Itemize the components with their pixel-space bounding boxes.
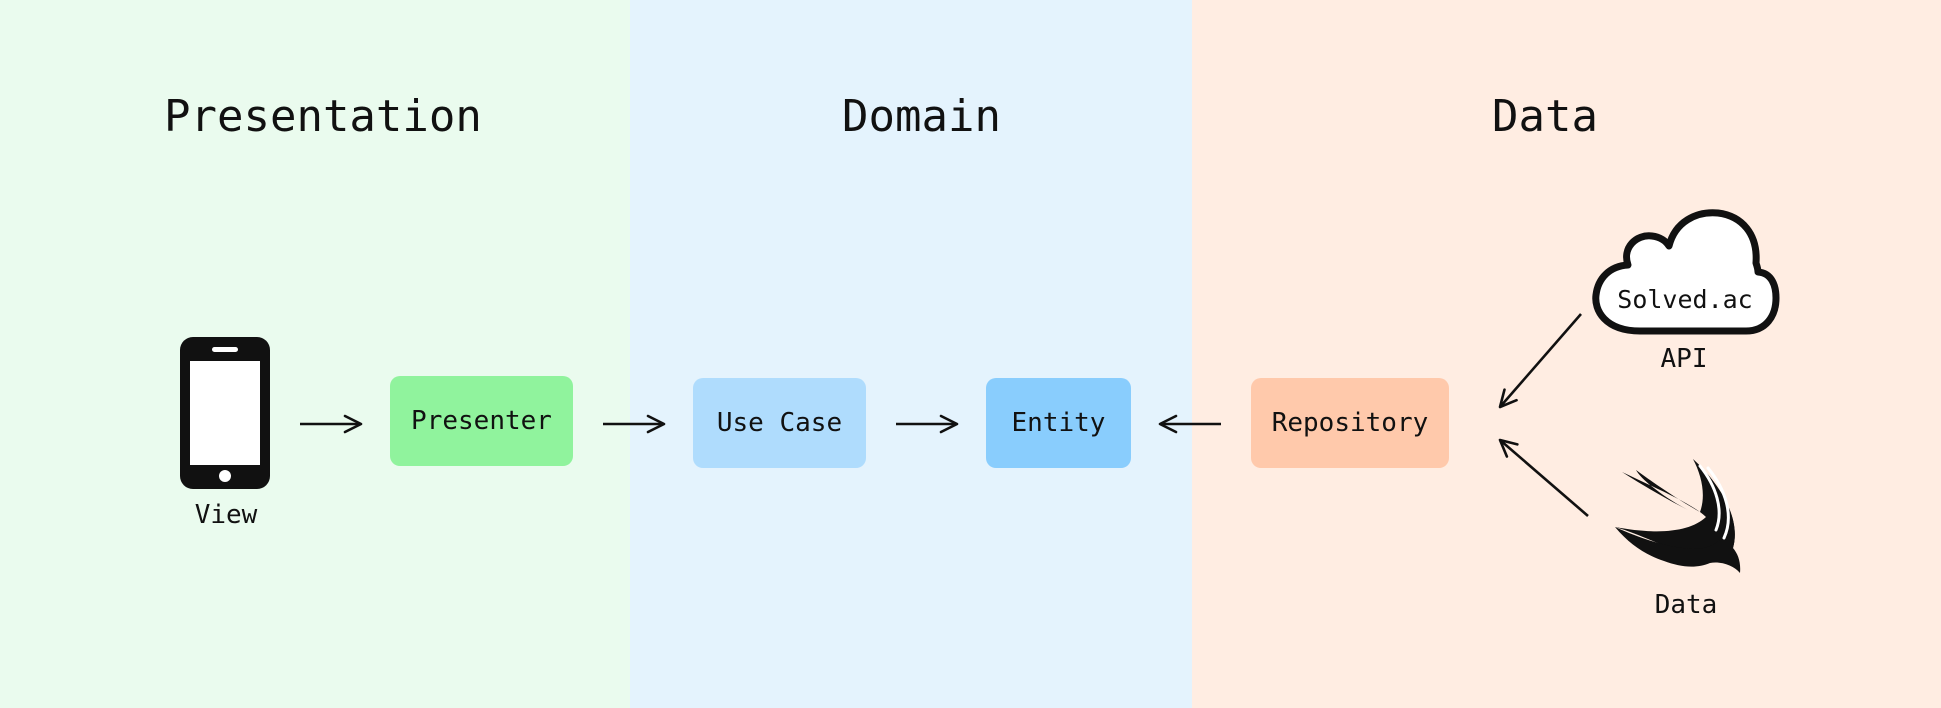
swift-logo-icon	[1615, 459, 1741, 573]
arrow-local-data-to-repository	[1498, 438, 1589, 517]
domain-heading: Domain	[842, 91, 1001, 142]
data-heading: Data	[1492, 91, 1598, 142]
use-case-box: Use Case	[693, 378, 866, 468]
api-label: API	[1660, 344, 1708, 374]
repository-box: Repository	[1251, 378, 1449, 468]
smartphone-icon	[180, 337, 270, 489]
repository-label: Repository	[1271, 408, 1429, 438]
use-case-label: Use Case	[716, 408, 843, 438]
domain-layer	[630, 0, 1192, 708]
cloud-icon: Solved.ac	[1592, 209, 1780, 335]
entity-box: Entity	[986, 378, 1131, 468]
view-label: View	[194, 500, 258, 530]
presentation-layer	[0, 0, 630, 708]
presenter-label: Presenter	[411, 406, 552, 436]
cloud-text: Solved.ac	[1617, 285, 1752, 314]
presenter-box: Presenter	[390, 376, 573, 466]
entity-label: Entity	[1011, 408, 1106, 438]
arrow-api-to-repository	[1498, 313, 1582, 409]
data-layer	[1192, 0, 1941, 708]
presentation-heading: Presentation	[164, 91, 482, 142]
local-data-label: Data	[1654, 590, 1718, 620]
